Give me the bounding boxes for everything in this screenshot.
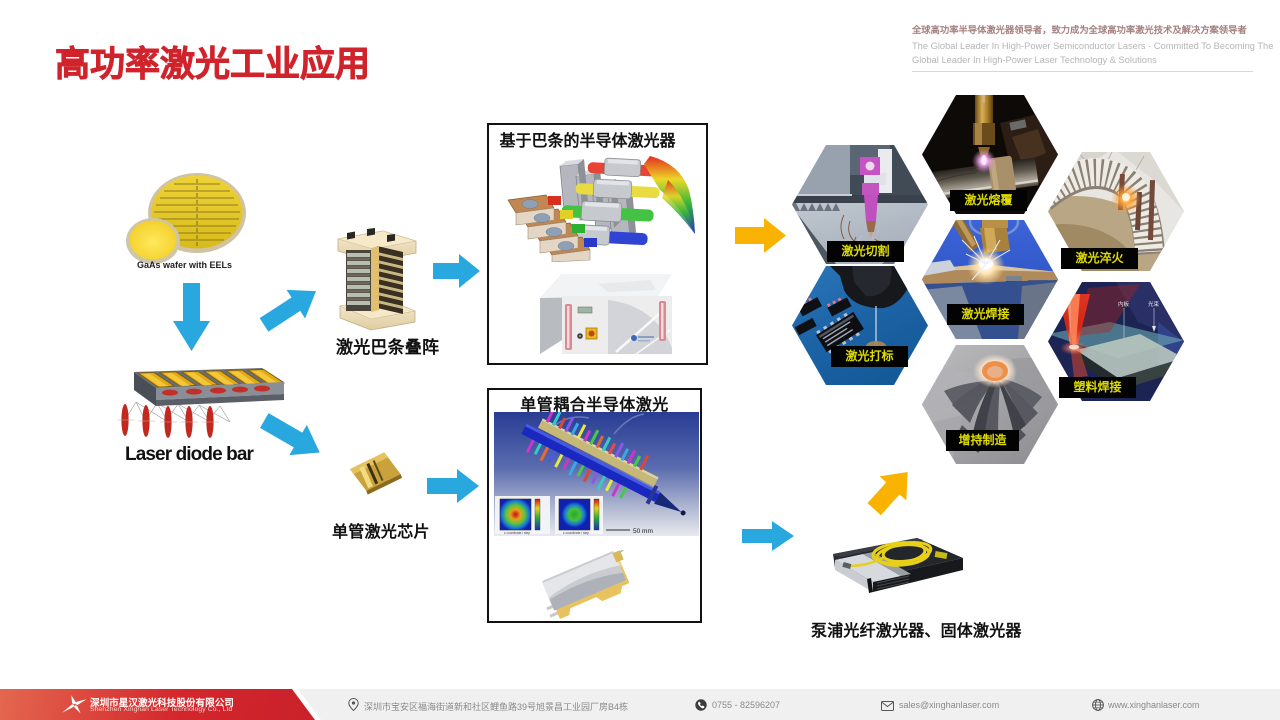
svg-text:内板: 内板 (1118, 300, 1130, 308)
svg-text:50 mm: 50 mm (633, 528, 653, 535)
svg-text:光束: 光束 (1148, 300, 1160, 308)
svg-text:z coordinate / step: z coordinate / step (563, 531, 589, 535)
svg-text:z coordinate / step: z coordinate / step (504, 531, 530, 535)
svg-text:光斑: 光斑 (1056, 286, 1068, 294)
